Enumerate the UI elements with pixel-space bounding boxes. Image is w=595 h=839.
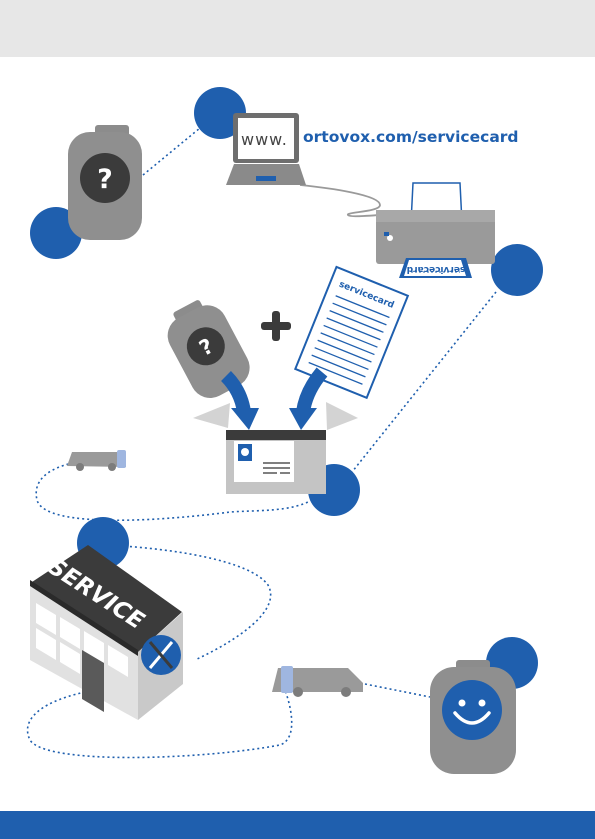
service-url: ortovox.com/servicecard [303,128,519,146]
laptop: www. [226,113,306,185]
step-marker-3 [491,244,543,296]
avalanche-transceiver-question: ? [68,125,142,240]
arrow-right-shaft [303,372,322,412]
avalanche-transceiver-happy [430,660,516,774]
arrow-right-head [289,408,317,430]
service-building: SERVICE [30,545,183,720]
printer: servicecard [376,183,495,278]
arrow-left-head [231,408,259,430]
bottom-band [0,811,595,839]
question-mark: ? [97,164,113,195]
connector-device-to-laptop [143,128,200,175]
connector-van-to-device [365,684,430,697]
smiley-badge [442,680,502,740]
delivery-van-2 [272,666,363,697]
delivery-van-1 [67,450,126,471]
plus-icon [261,311,291,341]
url-prefix: www. [241,130,288,149]
